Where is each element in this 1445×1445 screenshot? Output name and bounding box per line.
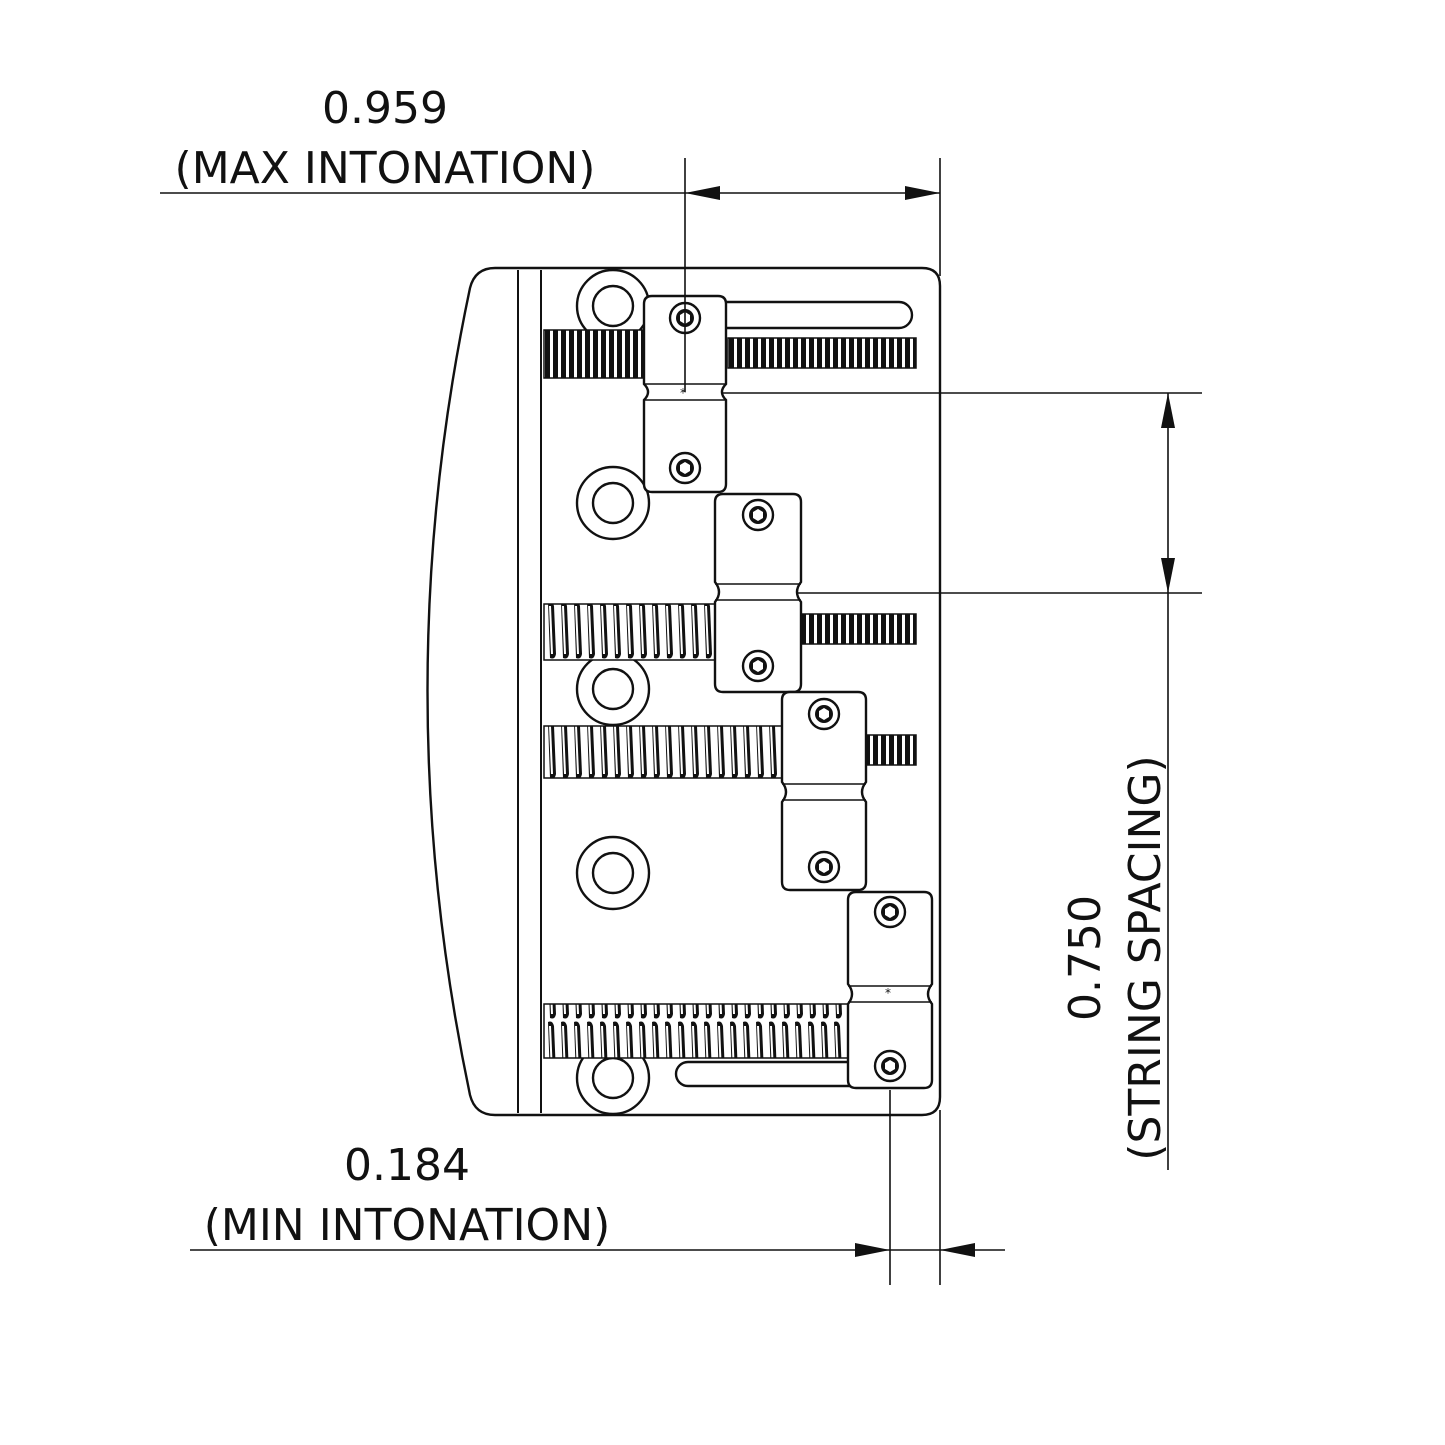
spring-icon (543, 603, 717, 661)
string-spacing-label: (STRING SPACING) (1120, 755, 1171, 1160)
svg-text:*: * (885, 986, 891, 1000)
spring-icon (543, 1003, 851, 1059)
min-intonation-value: 0.184 (344, 1140, 470, 1191)
saddle-string-4: * (543, 890, 934, 1090)
intonation-screw-thread (797, 613, 917, 645)
saddle-string-2 (543, 492, 917, 694)
base-plate (426, 266, 942, 1117)
mounting-hole-icon (575, 1040, 651, 1116)
mounting-hole-icon (575, 651, 651, 727)
hex-socket-screw-icon (668, 451, 702, 485)
saddle-string-3 (543, 690, 917, 892)
dimension-string-spacing: 0.750 (STRING SPACING) (722, 392, 1202, 1170)
hex-socket-screw-icon (807, 850, 841, 884)
dimension-max-intonation: 0.959 (MAX INTONATION) (160, 83, 941, 392)
max-intonation-value: 0.959 (322, 83, 448, 134)
intonation-screw-thread (727, 337, 917, 369)
hex-socket-screw-icon (873, 895, 907, 929)
hex-socket-screw-icon (741, 649, 775, 683)
mounting-hole-icon (575, 835, 651, 911)
svg-text:*: * (680, 386, 686, 400)
hex-socket-screw-icon (741, 498, 775, 532)
spring-icon (543, 329, 645, 379)
hex-socket-screw-icon (807, 697, 841, 731)
hex-socket-screw-icon (873, 1049, 907, 1083)
min-intonation-label: (MIN INTONATION) (204, 1200, 611, 1251)
saddle-string-1: * (543, 294, 917, 494)
dimension-min-intonation: 0.184 (MIN INTONATION) (190, 1090, 1005, 1285)
intonation-screw-thread (863, 734, 917, 766)
string-spacing-value: 0.750 (1060, 895, 1111, 1021)
adjustment-slot-bottom (674, 1060, 876, 1088)
spring-icon (543, 725, 785, 779)
max-intonation-label: (MAX INTONATION) (175, 143, 596, 194)
mounting-hole-icon (575, 465, 651, 541)
mounting-hole-icon (575, 268, 651, 344)
